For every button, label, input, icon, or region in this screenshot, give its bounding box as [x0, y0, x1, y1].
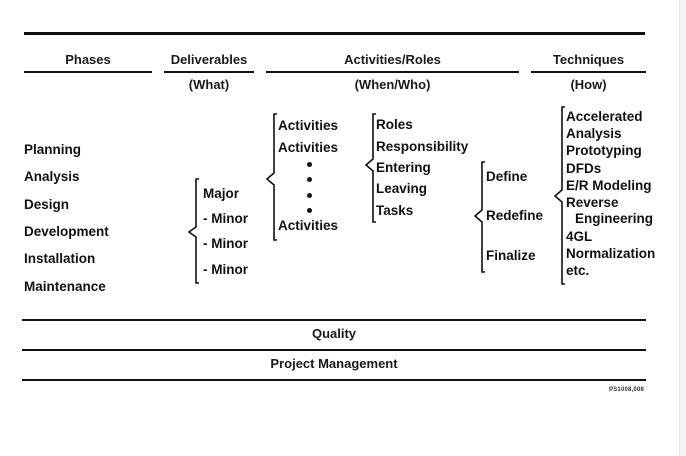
- activity-item: Activities: [278, 118, 339, 133]
- project-management-band-label: Project Management: [270, 356, 398, 371]
- header-activities-roles: Activities/Roles: [344, 52, 441, 67]
- technique-item: etc.: [566, 263, 590, 278]
- deliverable-item: Major: [203, 186, 240, 201]
- activity-item: Activities: [278, 218, 339, 233]
- header-phases-underline: [24, 71, 152, 73]
- ellipsis-dot-icon: [307, 162, 312, 167]
- header-techniques-underline: [531, 71, 646, 73]
- scan-edge: [679, 0, 686, 456]
- techniques-brace-icon: [553, 106, 565, 285]
- quality-band-label: Quality: [311, 326, 357, 341]
- technique-item: 4GL: [566, 229, 593, 244]
- project-management-bottom-rule: [22, 379, 646, 381]
- activities-brace-icon: [265, 113, 277, 241]
- phase-item: Development: [24, 224, 109, 239]
- figure-code: PS1008,008: [609, 387, 645, 393]
- header-deliverables-sub: (What): [188, 77, 230, 92]
- ellipsis-dot-icon: [307, 193, 312, 198]
- role-item: Leaving: [376, 181, 428, 196]
- ellipsis-dot-icon: [307, 177, 312, 182]
- role-item: Responsibility: [376, 139, 469, 154]
- stage-item: Redefine: [486, 208, 544, 223]
- role-item: Roles: [376, 117, 413, 132]
- ellipsis-dot-icon: [307, 208, 312, 213]
- header-activities-roles-underline: [266, 71, 519, 73]
- technique-item: Accelerated: [566, 109, 643, 124]
- top-rule: [24, 32, 645, 35]
- stage-item: Finalize: [486, 248, 536, 263]
- role-item: Tasks: [376, 203, 414, 218]
- header-deliverables-underline: [164, 71, 254, 73]
- deliverable-item: - Minor: [203, 211, 248, 226]
- deliverable-item: - Minor: [203, 236, 248, 251]
- quality-bottom-rule: [22, 349, 646, 351]
- stage-item: Define: [486, 169, 528, 184]
- deliverable-item: - Minor: [203, 262, 248, 277]
- activity-item: Activities: [278, 140, 339, 155]
- header-phases: Phases: [65, 52, 111, 67]
- technique-item: DFDs: [566, 161, 602, 176]
- phase-item: Maintenance: [24, 279, 106, 294]
- stages-brace-icon: [473, 161, 485, 273]
- phase-item: Planning: [24, 142, 81, 157]
- role-item: Entering: [376, 160, 431, 175]
- phase-item: Design: [24, 197, 70, 212]
- technique-item: Engineering: [575, 211, 654, 226]
- technique-item: E/R Modeling: [566, 178, 652, 193]
- header-techniques: Techniques: [552, 52, 625, 67]
- technique-item: Prototyping: [566, 143, 642, 158]
- deliverables-brace-icon: [187, 178, 199, 284]
- technique-item: Normalization: [566, 246, 656, 261]
- header-deliverables: Deliverables: [170, 52, 248, 67]
- roles-brace-icon: [364, 113, 376, 223]
- technique-item: Reverse: [566, 195, 619, 210]
- technique-item: Analysis: [566, 126, 622, 141]
- quality-top-rule: [22, 319, 646, 321]
- header-techniques-sub: (How): [570, 77, 607, 92]
- header-activities-roles-sub: (When/Who): [354, 77, 431, 92]
- phase-item: Installation: [24, 251, 96, 266]
- phase-item: Analysis: [24, 169, 80, 184]
